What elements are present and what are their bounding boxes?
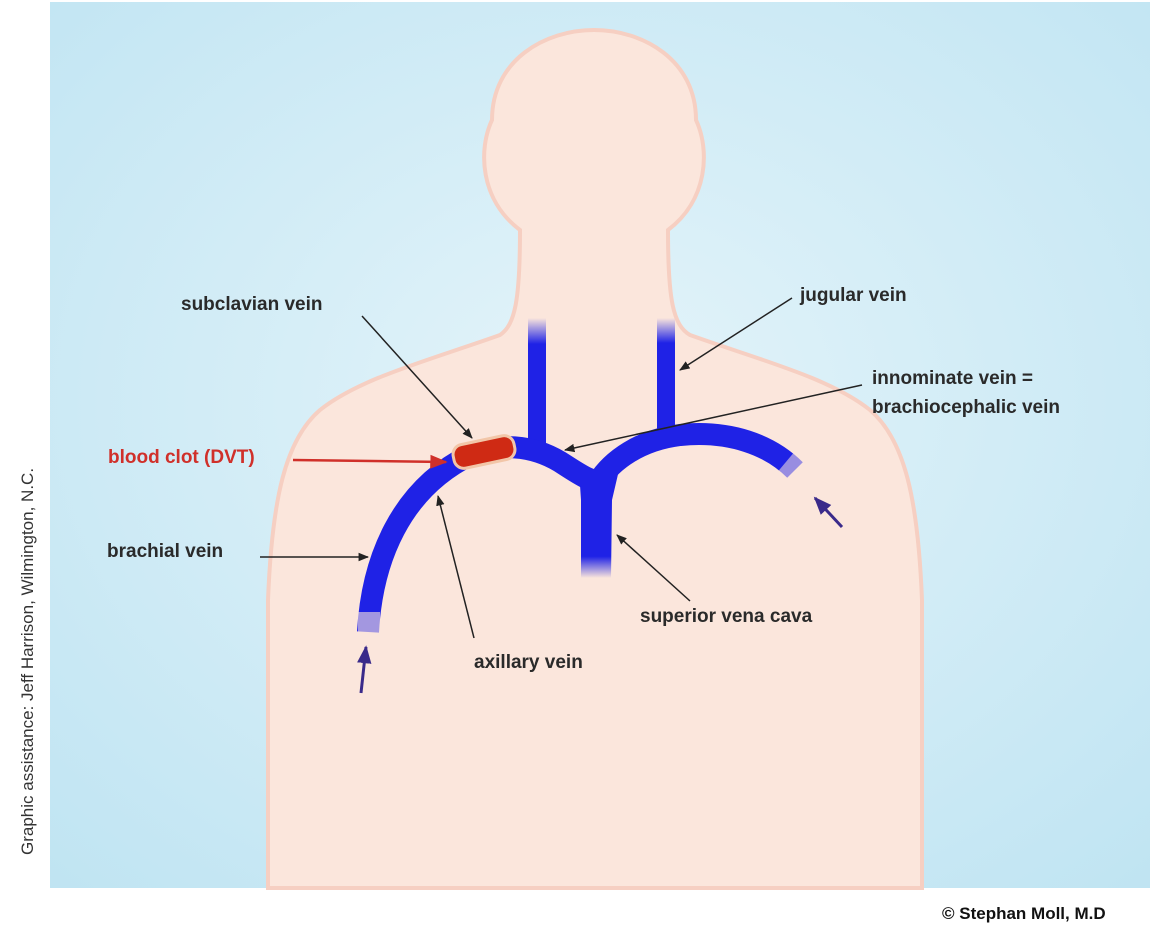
label-subclavian-vein: subclavian vein	[181, 294, 323, 315]
label-innominate-vein-line1: innominate vein =	[872, 368, 1033, 389]
label-brachial-vein: brachial vein	[107, 541, 223, 562]
right-jugular-vein	[657, 318, 675, 443]
copyright-credit: © Stephan Moll, M.D	[942, 904, 1106, 923]
left-jugular-vein	[528, 318, 546, 448]
label-axillary-vein: axillary vein	[474, 652, 583, 673]
label-blood-clot: blood clot (DVT)	[108, 447, 255, 468]
graphic-assistance-credit: Graphic assistance: Jeff Harrison, Wilmi…	[18, 468, 37, 855]
label-superior-vena-cava: superior vena cava	[640, 606, 813, 627]
label-jugular-vein: jugular vein	[799, 285, 907, 306]
label-innominate-vein-line2: brachiocephalic vein	[872, 397, 1060, 418]
